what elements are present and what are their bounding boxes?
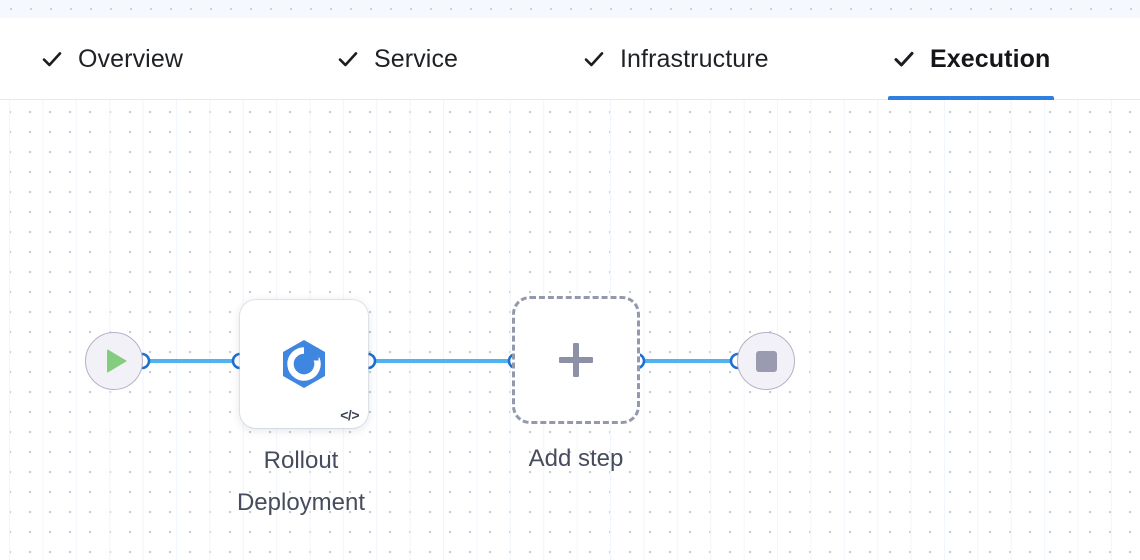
code-badge-icon: </> bbox=[340, 407, 359, 423]
tab-overview[interactable]: Overview bbox=[36, 18, 187, 100]
check-icon bbox=[40, 47, 64, 71]
play-icon bbox=[107, 349, 127, 373]
check-icon bbox=[582, 47, 606, 71]
tab-execution[interactable]: Execution bbox=[888, 18, 1055, 101]
pipeline-canvas[interactable]: </> Rollout Deployment Add step bbox=[0, 100, 1140, 560]
tab-label: Infrastructure bbox=[620, 44, 769, 73]
end-node[interactable] bbox=[737, 332, 795, 390]
add-step-label: Add step bbox=[528, 445, 624, 472]
check-icon bbox=[892, 47, 916, 71]
tab-label: Overview bbox=[78, 44, 183, 73]
pipeline-stage-tabs: Overview Service Infrastructure bbox=[0, 18, 1140, 101]
tab-label: Execution bbox=[930, 44, 1051, 73]
canvas-top-strip bbox=[0, 0, 1140, 18]
rollout-hexagon-icon bbox=[278, 338, 330, 390]
tab-infrastructure[interactable]: Infrastructure bbox=[578, 18, 773, 100]
start-node[interactable] bbox=[85, 332, 143, 390]
tab-label: Service bbox=[374, 44, 459, 73]
stop-icon bbox=[755, 350, 777, 372]
active-tab-indicator bbox=[888, 96, 1055, 101]
rollout-deployment-step[interactable]: </> bbox=[240, 300, 368, 428]
tab-service[interactable]: Service bbox=[332, 18, 462, 100]
add-step-node[interactable] bbox=[512, 296, 640, 424]
plus-icon bbox=[559, 343, 593, 377]
rollout-deployment-label: Rollout Deployment bbox=[236, 447, 366, 516]
check-icon bbox=[336, 47, 360, 71]
